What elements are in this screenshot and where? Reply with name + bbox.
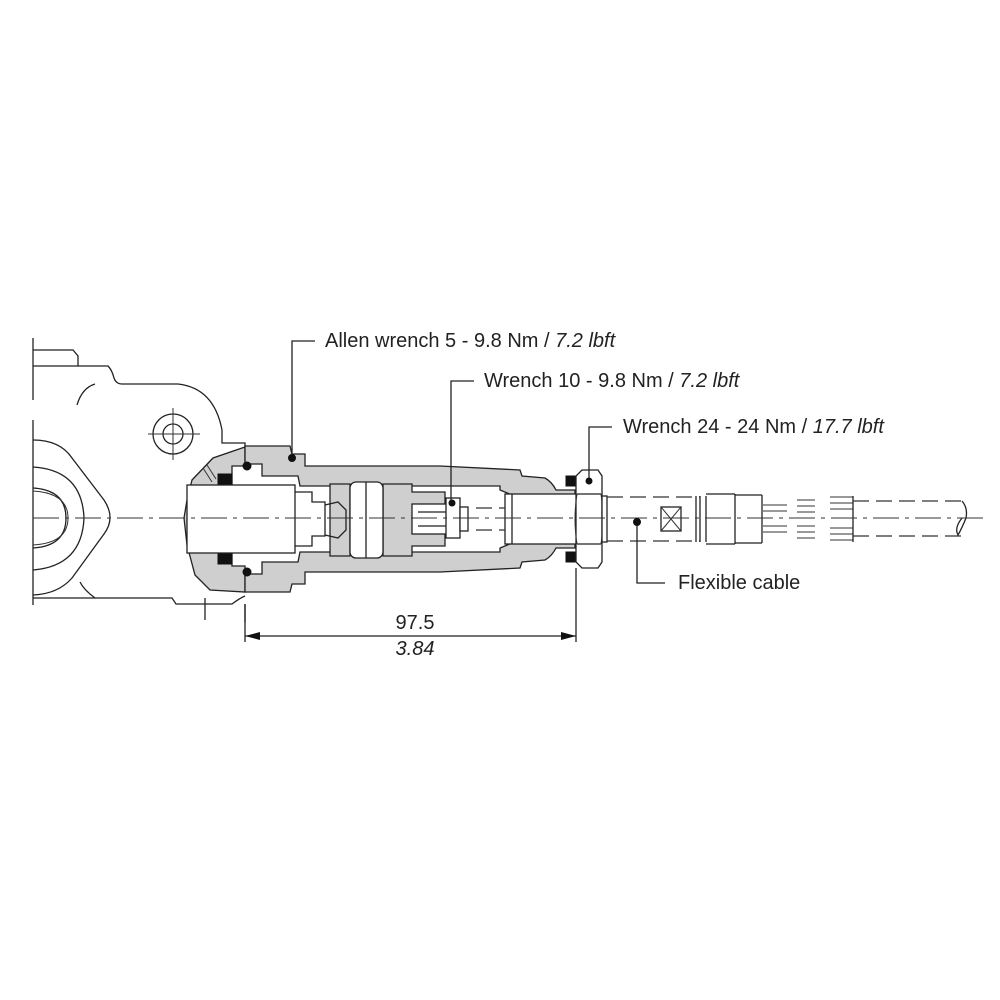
sectioned-housing <box>183 445 578 593</box>
callout-metric-torque: 9.8 Nm <box>598 370 663 392</box>
callout-tool: Wrench 24 <box>623 416 720 438</box>
callout-metric-torque: 24 Nm <box>737 416 797 438</box>
callout-imperial-torque: 7.2 lbft <box>679 370 740 392</box>
callout-wrench-24: Wrench 24 - 24 Nm / 17.7 lbft <box>623 416 884 438</box>
valve-body <box>32 338 246 622</box>
leader-lines <box>288 340 665 584</box>
callout-tool: Allen wrench 5 <box>325 330 457 352</box>
flexible-cable-drawing <box>476 493 968 545</box>
callout-imperial-torque: 7.2 lbft <box>555 330 616 352</box>
callout-tool: Wrench 10 <box>484 370 581 392</box>
dimension-metric: 97.5 <box>395 612 435 634</box>
callout-allen-wrench-5: Allen wrench 5 - 9.8 Nm / 7.2 lbft <box>325 330 616 352</box>
hex-nut-24 <box>574 469 608 569</box>
callout-flexible-cable: Flexible cable <box>678 572 801 594</box>
dimension-97-5 <box>244 568 577 642</box>
dimension-imperial: 3.84 <box>395 638 435 660</box>
callout-metric-torque: 9.8 Nm <box>473 330 539 352</box>
callout-imperial-torque: 17.7 lbft <box>812 416 884 438</box>
callout-wrench-10: Wrench 10 - 9.8 Nm / 7.2 lbft <box>484 370 740 392</box>
